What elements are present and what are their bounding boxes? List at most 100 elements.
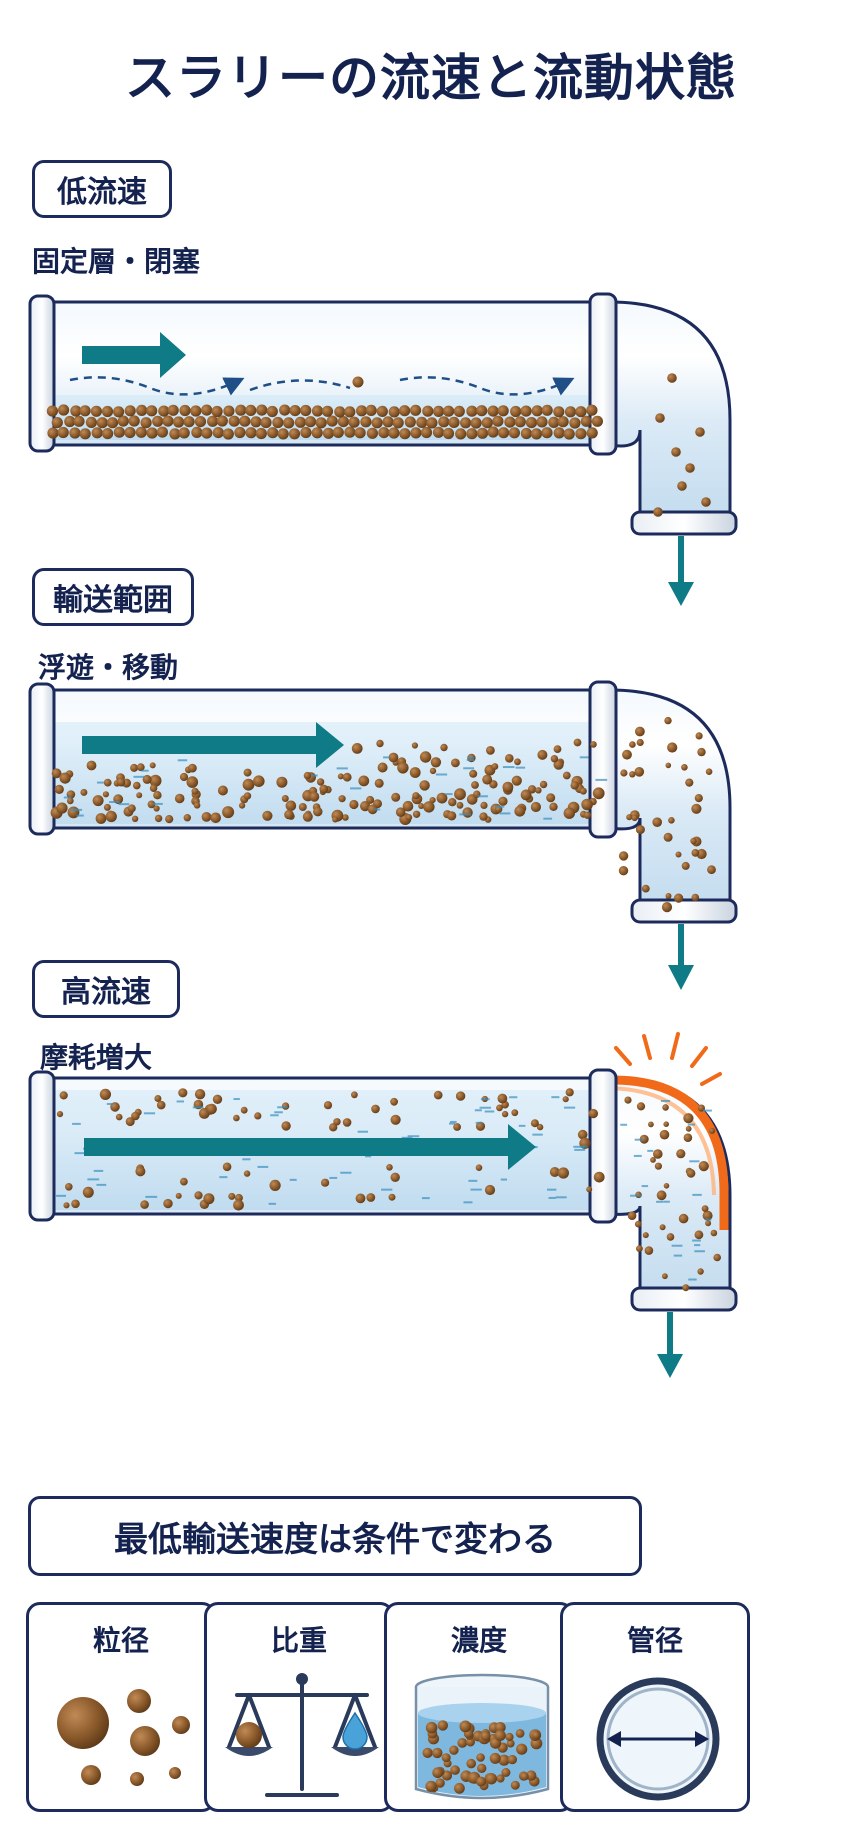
particle <box>477 1763 487 1773</box>
particle <box>223 405 235 417</box>
particle <box>494 1722 506 1733</box>
particle <box>371 417 383 429</box>
particle <box>479 812 488 821</box>
particle <box>520 1772 529 1781</box>
particle <box>392 417 404 429</box>
particle <box>276 776 288 788</box>
particle <box>124 426 136 439</box>
particle <box>480 801 488 810</box>
particle <box>59 772 71 784</box>
particle <box>470 417 482 429</box>
particle <box>447 811 457 821</box>
particle <box>455 1091 466 1101</box>
particle <box>222 428 234 440</box>
particle <box>648 1121 654 1128</box>
particle <box>481 417 493 429</box>
panel-label-low: 低流速 <box>32 160 172 218</box>
particle <box>294 416 306 428</box>
particle <box>80 788 88 796</box>
particle <box>426 417 438 429</box>
particle <box>390 1172 400 1183</box>
particles-high <box>56 1088 721 1292</box>
particle <box>130 763 139 772</box>
particle <box>423 801 435 813</box>
particle <box>541 404 553 416</box>
particle <box>342 1118 352 1127</box>
particle <box>149 762 156 769</box>
particle <box>234 426 246 439</box>
particle <box>418 803 425 809</box>
particle <box>116 777 126 787</box>
particle <box>491 763 499 770</box>
particle <box>131 815 139 822</box>
particle <box>501 1110 509 1118</box>
particle <box>374 778 384 788</box>
particle <box>667 742 678 753</box>
particle <box>412 792 420 800</box>
particle <box>549 802 558 811</box>
particle <box>154 814 163 823</box>
wear-zone-highlight <box>611 1075 729 1230</box>
particle <box>520 405 532 417</box>
particle <box>46 405 59 417</box>
particle <box>685 778 694 787</box>
particle <box>449 1745 459 1755</box>
particle <box>487 426 499 438</box>
particle <box>154 1095 162 1102</box>
particle <box>332 426 344 438</box>
particle <box>115 1113 123 1121</box>
particle <box>701 1205 709 1212</box>
particle <box>367 804 378 815</box>
particle <box>149 774 162 787</box>
particle <box>707 865 716 875</box>
particle <box>201 427 213 439</box>
particle <box>635 825 645 835</box>
particle <box>532 1731 541 1740</box>
particle <box>338 795 346 803</box>
factor-label: 粒径 <box>92 1624 149 1657</box>
particle <box>694 1230 704 1240</box>
particle <box>217 785 228 796</box>
particle <box>321 1178 330 1187</box>
particle <box>135 426 147 438</box>
particle <box>376 739 384 748</box>
particle <box>405 814 413 821</box>
particle <box>541 427 553 439</box>
particle <box>705 1220 712 1227</box>
particle <box>102 791 109 798</box>
outflow-arrow-high <box>657 1354 683 1378</box>
particle <box>102 428 114 440</box>
particle <box>194 416 207 428</box>
particle <box>173 416 185 428</box>
particle <box>425 1780 437 1792</box>
particle <box>662 1273 668 1280</box>
particle <box>188 763 197 773</box>
particle <box>136 404 148 416</box>
particle <box>256 404 268 416</box>
particle <box>147 800 156 809</box>
factor-label: 管径 <box>626 1624 683 1657</box>
particle <box>564 406 577 418</box>
particle <box>486 746 495 755</box>
particle <box>216 415 228 427</box>
particle <box>636 738 644 747</box>
particle <box>471 781 479 789</box>
particle <box>245 404 257 416</box>
particle <box>694 794 703 803</box>
particle <box>432 1747 443 1759</box>
particle <box>575 428 587 440</box>
particle <box>624 1096 632 1104</box>
particle <box>548 416 560 428</box>
particle <box>388 1193 396 1201</box>
page-title: スラリーの流速と流動状態 <box>125 49 737 107</box>
balance-scale-icon <box>225 1673 379 1797</box>
particle <box>395 807 406 817</box>
particle <box>432 1767 444 1779</box>
particle <box>222 1162 232 1172</box>
particle <box>498 427 510 439</box>
particle <box>480 1731 491 1741</box>
particle <box>492 415 504 427</box>
particle <box>399 428 411 440</box>
particle <box>105 810 117 823</box>
particle <box>494 1729 506 1741</box>
